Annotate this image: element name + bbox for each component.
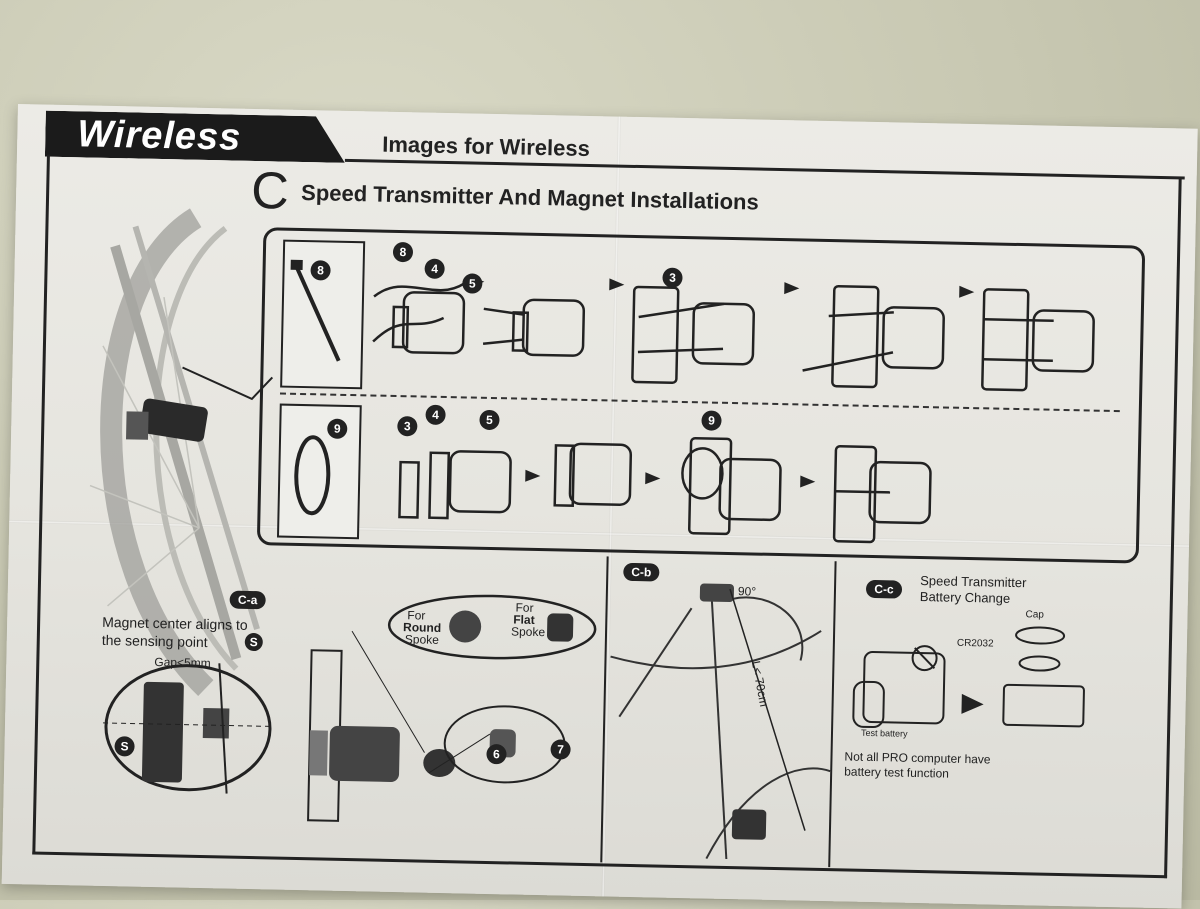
section-letter: C xyxy=(250,161,290,221)
bike-frame-distance-diagram xyxy=(610,583,831,860)
magnet-mount-diagram xyxy=(307,630,566,822)
panel-c-title-line2: Battery Change xyxy=(919,588,1011,606)
callout-pointer xyxy=(182,366,274,401)
battery-change-diagram xyxy=(852,626,1085,729)
panel-c-badge: C-c xyxy=(865,579,903,599)
transmitter-step-row-1 xyxy=(372,275,1095,392)
panel-a-text-line1: Magnet center aligns to xyxy=(102,613,248,633)
mounted-transmitter-icon xyxy=(139,398,208,442)
magnet-alignment-diagram xyxy=(103,663,274,794)
rubber-ring-icon xyxy=(294,435,331,516)
panel-a-badge: C-a xyxy=(229,590,266,610)
instruction-sheet: Wireless Images for Wireless C Speed Tra… xyxy=(1,104,1198,909)
panel-a-text-line2: the sensing point xyxy=(101,631,208,651)
flat-spoke-spoke: Spoke xyxy=(510,624,546,640)
angle-label: 90° xyxy=(737,584,757,599)
cable-tie-icon xyxy=(290,259,341,362)
panel-c-title-line1: Speed Transmitter xyxy=(920,573,1027,591)
panel-c-note-line2: battery test function xyxy=(844,764,950,781)
test-battery-label: Test battery xyxy=(860,727,908,739)
page-subtitle: Images for Wireless xyxy=(381,131,591,161)
transmitter-step-row-2 xyxy=(398,437,932,544)
spoke-type-oval xyxy=(387,594,597,660)
bicycle-wheel-illustration xyxy=(89,208,260,696)
round-spoke-spoke: Spoke xyxy=(404,632,440,647)
